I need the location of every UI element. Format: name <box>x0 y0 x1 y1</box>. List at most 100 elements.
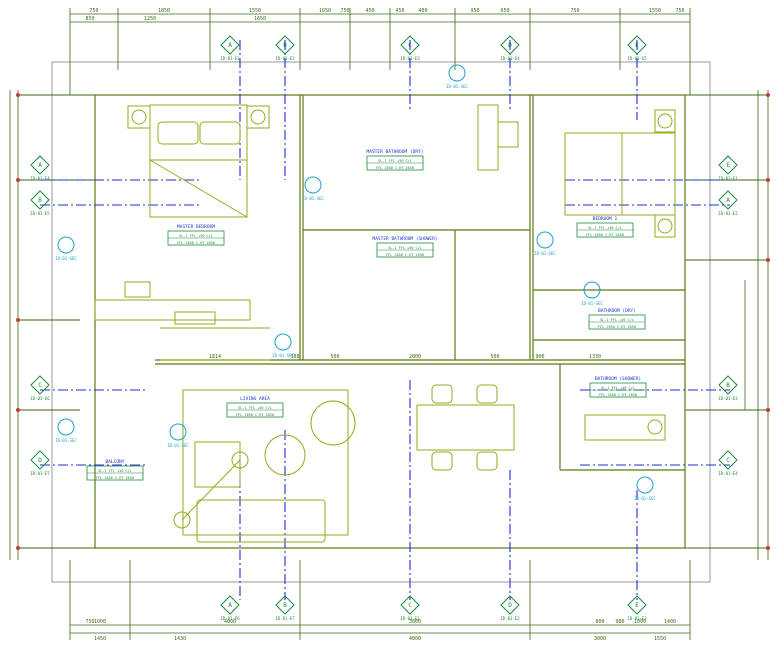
room-tag-row-2: FFL 2650 C.HT 2650 <box>599 393 637 397</box>
dimension-text: 1550 <box>654 636 666 642</box>
dimension-text: 1250 <box>144 16 156 22</box>
room-name-bedroom-1: BEDROOM 1 <box>593 216 618 222</box>
room-tag-row-1: SL-1 FFL +50 C/L <box>179 234 213 238</box>
walls <box>94 94 686 549</box>
room-name-bathroom-dry: BATHROOM (DRY) <box>598 308 636 314</box>
grid-letter: B <box>726 382 730 389</box>
dimension-text: 750 <box>340 8 349 14</box>
dimension-text: 500 <box>330 354 339 360</box>
elevation-code: ID-01-E3 <box>718 396 738 401</box>
room-tag-row-2: FFL 2650 C.HT 2650 <box>177 241 215 245</box>
elevation-marker-diamond <box>220 35 240 55</box>
elevation-markers: AID-01-E1BID-01-E2CID-01-E3DID-01-E4EID-… <box>30 35 738 621</box>
grid-markers <box>16 93 770 550</box>
room-labels: MASTER BEDROOM SL-1 FFL +50 C/L FFL 2650 C… <box>55 64 656 501</box>
accent-chair <box>310 400 356 446</box>
section-tag-circle <box>304 176 322 194</box>
master-desk <box>94 299 251 321</box>
section-tag-circle <box>536 231 554 249</box>
grid-letter: B <box>283 42 287 49</box>
elevation-code: ID-01-E2 <box>275 56 295 61</box>
grid-letter: D <box>38 457 42 464</box>
armchair <box>194 441 241 488</box>
room-tag-row-2: FFL 2650 C.HT 2650 <box>586 233 624 237</box>
elevation-marker-diamond <box>30 155 50 175</box>
grid-letter: A <box>726 197 730 204</box>
dimension-text: 400 <box>418 8 427 14</box>
elevation-marker-diamond <box>500 595 520 615</box>
grid-letter: C <box>408 602 412 609</box>
elevation-code: ID-01-E4 <box>30 176 50 181</box>
bedroom-1-bed <box>564 132 676 216</box>
living-rug <box>182 389 349 536</box>
elevation-marker-diamond <box>627 595 647 615</box>
elevation-code: ID-01-E3 <box>627 616 647 621</box>
elevation-code: ID-01-E6 <box>30 396 50 401</box>
grid-letter: E <box>635 42 639 49</box>
dimension-text: 3000 <box>409 619 421 625</box>
elevation-code: ID-01-E7 <box>30 471 50 476</box>
section-tag-label: ID-01-SEC <box>446 84 468 89</box>
elevation-marker-diamond <box>500 35 520 55</box>
dimension-text: 1550 <box>249 8 261 14</box>
room-tag-row-1: SL-1 FFL +50 C/L <box>388 246 422 250</box>
grid-letter: C <box>408 42 412 49</box>
dimension-text: 1650 <box>319 8 331 14</box>
dimension-text: 1330 <box>589 354 601 360</box>
dimension-text: 1850 <box>158 8 170 14</box>
grid-letter: A <box>38 162 42 169</box>
elevation-marker-diamond <box>718 375 738 395</box>
section-tag-label: ID-01-SEC <box>167 443 189 448</box>
grid-letter: E <box>635 602 639 609</box>
drawing-boundary <box>51 61 711 583</box>
bedside-table-right <box>246 105 270 129</box>
elevation-marker-diamond <box>400 35 420 55</box>
dimension-text: 650 <box>500 8 509 14</box>
elevation-code: ID-01-E3 <box>400 56 420 61</box>
bath-vanity <box>477 104 499 171</box>
elevation-code: ID-01-E4 <box>718 471 738 476</box>
dimension-text: 388 <box>290 354 299 360</box>
dimension-text: 4000 <box>224 619 236 625</box>
section-tag-label: ID-01-SEC <box>55 256 77 261</box>
dimension-text: 750 <box>570 8 579 14</box>
grid-letter: E <box>726 162 730 169</box>
room-tag-row-2: FFL 2650 C.HT 2650 <box>598 325 636 329</box>
elevation-code: ID-01-E7 <box>275 616 295 621</box>
room-tag-row-2: FFL 2650 C.HT 2650 <box>96 476 134 480</box>
room-name-living-area: LIVING AREA <box>240 396 270 402</box>
dimension-text: 800 <box>595 619 604 625</box>
dimension-text: 1400 <box>664 619 676 625</box>
dimension-text: 750 <box>85 619 94 625</box>
top-dimension-chain <box>69 8 691 95</box>
elevation-code: ID-01-E2 <box>718 211 738 216</box>
elevation-code: ID-01-E5 <box>30 211 50 216</box>
dimension-text: 450 <box>365 8 374 14</box>
dimension-text: 950 <box>470 8 479 14</box>
room-name-master-bathroom-dry: MASTER BATHROOM (DRY) <box>367 149 424 155</box>
elevation-code: ID-01-E5 <box>627 56 647 61</box>
room-tag-row-1: SL-1 FFL +50 C/L <box>588 226 622 230</box>
grid-letter: C <box>38 382 42 389</box>
grid-letter: C <box>726 457 730 464</box>
section-tag-circle <box>57 418 75 436</box>
dimension-text: 4000 <box>409 636 421 642</box>
section-tag-label: ID-01-SEC <box>634 496 656 501</box>
section-tag-label: ID-01-SEC <box>272 353 294 358</box>
shower-basin <box>584 414 666 441</box>
grid-letter: A <box>228 602 232 609</box>
dimension-text: 1550 <box>649 8 661 14</box>
dimension-text: 500 <box>490 354 499 360</box>
elevation-marker-diamond <box>30 375 50 395</box>
dining-table <box>416 404 515 451</box>
room-name-master-bedroom: MASTER BEDROOM <box>177 224 215 230</box>
section-tag-circle <box>57 236 75 254</box>
grid-letter: D <box>508 42 512 49</box>
dimension-text: 1430 <box>174 636 186 642</box>
dimension-text: 1000 <box>94 619 106 625</box>
dimension-text: 2000 <box>409 354 421 360</box>
elevation-marker-diamond <box>30 450 50 470</box>
elevation-code: ID-01-E4 <box>500 56 520 61</box>
